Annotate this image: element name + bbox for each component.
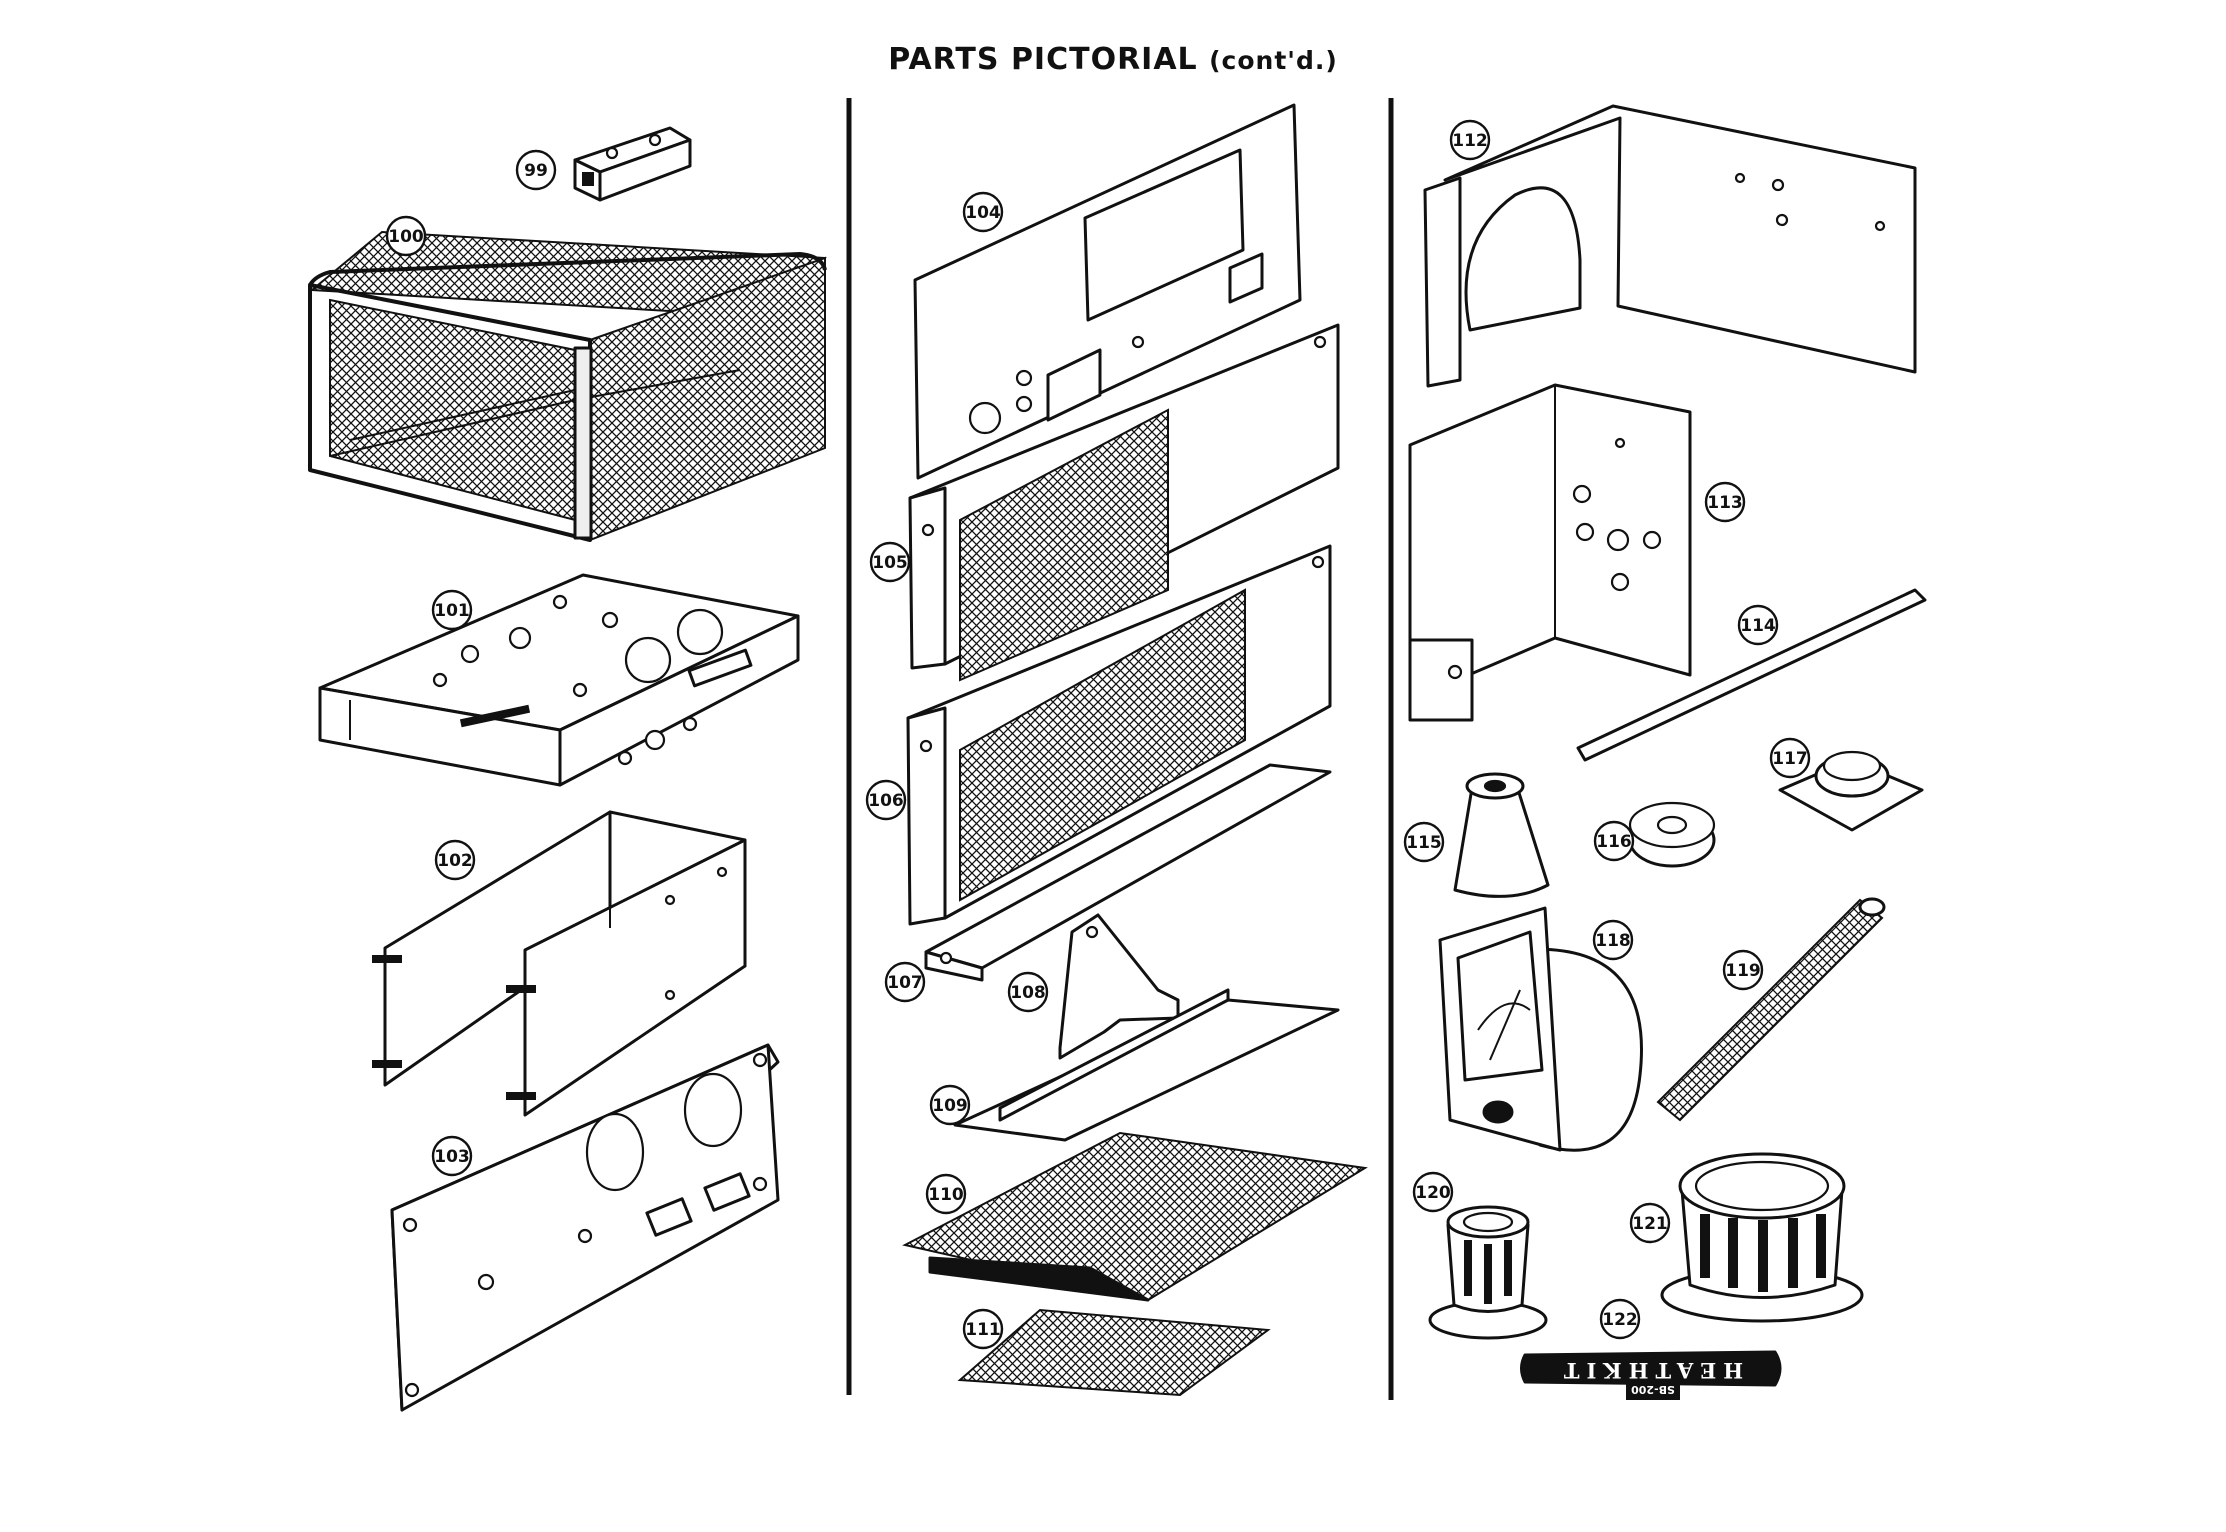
callout-103: 103	[433, 1137, 471, 1175]
callout-110: 110	[927, 1175, 965, 1213]
callout-109: 109	[931, 1086, 969, 1124]
callout-label: 116	[1596, 832, 1632, 852]
callout-label: 114	[1740, 616, 1776, 636]
callout-label: 113	[1707, 493, 1743, 513]
part-111-screen	[960, 1310, 1268, 1395]
nameplate-brand: HEATHKIT	[1557, 1358, 1743, 1383]
callout-label: 103	[434, 1147, 470, 1167]
callout-label: 112	[1452, 131, 1488, 151]
callout-label: 110	[928, 1185, 964, 1205]
part-120-small-knob	[1430, 1207, 1546, 1338]
part-116-grommet	[1630, 803, 1714, 866]
part-102-shield	[372, 812, 745, 1115]
callout-106: 106	[867, 781, 905, 819]
callout-117: 117	[1771, 739, 1809, 777]
nameplate-model: SB-200	[1631, 1383, 1675, 1396]
callout-114: 114	[1739, 606, 1777, 644]
callout-label: 109	[932, 1096, 968, 1116]
callout-112: 112	[1451, 121, 1489, 159]
callout-100: 100	[387, 217, 425, 255]
callout-label: 99	[524, 161, 548, 181]
callout-label: 107	[887, 973, 923, 993]
part-113-bracket	[1410, 385, 1690, 720]
callout-label: 101	[434, 601, 470, 621]
callout-label: 111	[965, 1320, 1001, 1340]
callout-label: 118	[1595, 931, 1631, 951]
callout-122: 122	[1601, 1300, 1639, 1338]
callout-label: 102	[437, 851, 473, 871]
callout-108: 108	[1009, 973, 1047, 1011]
callout-label: 106	[868, 791, 904, 811]
callout-label: 100	[388, 227, 424, 247]
callout-label: 121	[1632, 1214, 1668, 1234]
callout-113: 113	[1706, 483, 1744, 521]
callout-label: 104	[965, 203, 1001, 223]
part-112-bracket	[1425, 106, 1915, 386]
part-122-nameplate: HEATHKIT SB-200	[1522, 1352, 1781, 1400]
callout-101: 101	[433, 591, 471, 629]
part-99-bracket	[575, 128, 690, 200]
part-103-panel	[392, 1045, 778, 1410]
callout-107: 107	[886, 963, 924, 1001]
callout-label: 115	[1406, 833, 1442, 853]
callout-105: 105	[871, 543, 909, 581]
callout-104: 104	[964, 193, 1002, 231]
part-101-chassis	[320, 575, 798, 785]
callout-121: 121	[1631, 1204, 1669, 1242]
part-115-foot	[1455, 774, 1548, 896]
callout-115: 115	[1405, 823, 1443, 861]
callout-label: 119	[1725, 961, 1761, 981]
callout-label: 108	[1010, 983, 1046, 1003]
callout-119: 119	[1724, 951, 1762, 989]
part-121-large-knob	[1662, 1154, 1862, 1321]
callout-99: 99	[517, 151, 555, 189]
callout-120: 120	[1414, 1173, 1452, 1211]
callout-label: 122	[1602, 1310, 1638, 1330]
callout-label: 105	[872, 553, 908, 573]
part-119-rod	[1658, 899, 1884, 1120]
callout-102: 102	[436, 841, 474, 879]
callout-118: 118	[1594, 921, 1632, 959]
callout-116: 116	[1595, 822, 1633, 860]
callout-label: 117	[1772, 749, 1808, 769]
part-100-cabinet	[310, 232, 825, 540]
callout-label: 120	[1415, 1183, 1451, 1203]
callout-111: 111	[964, 1310, 1002, 1348]
part-110-perforated	[905, 1133, 1365, 1300]
